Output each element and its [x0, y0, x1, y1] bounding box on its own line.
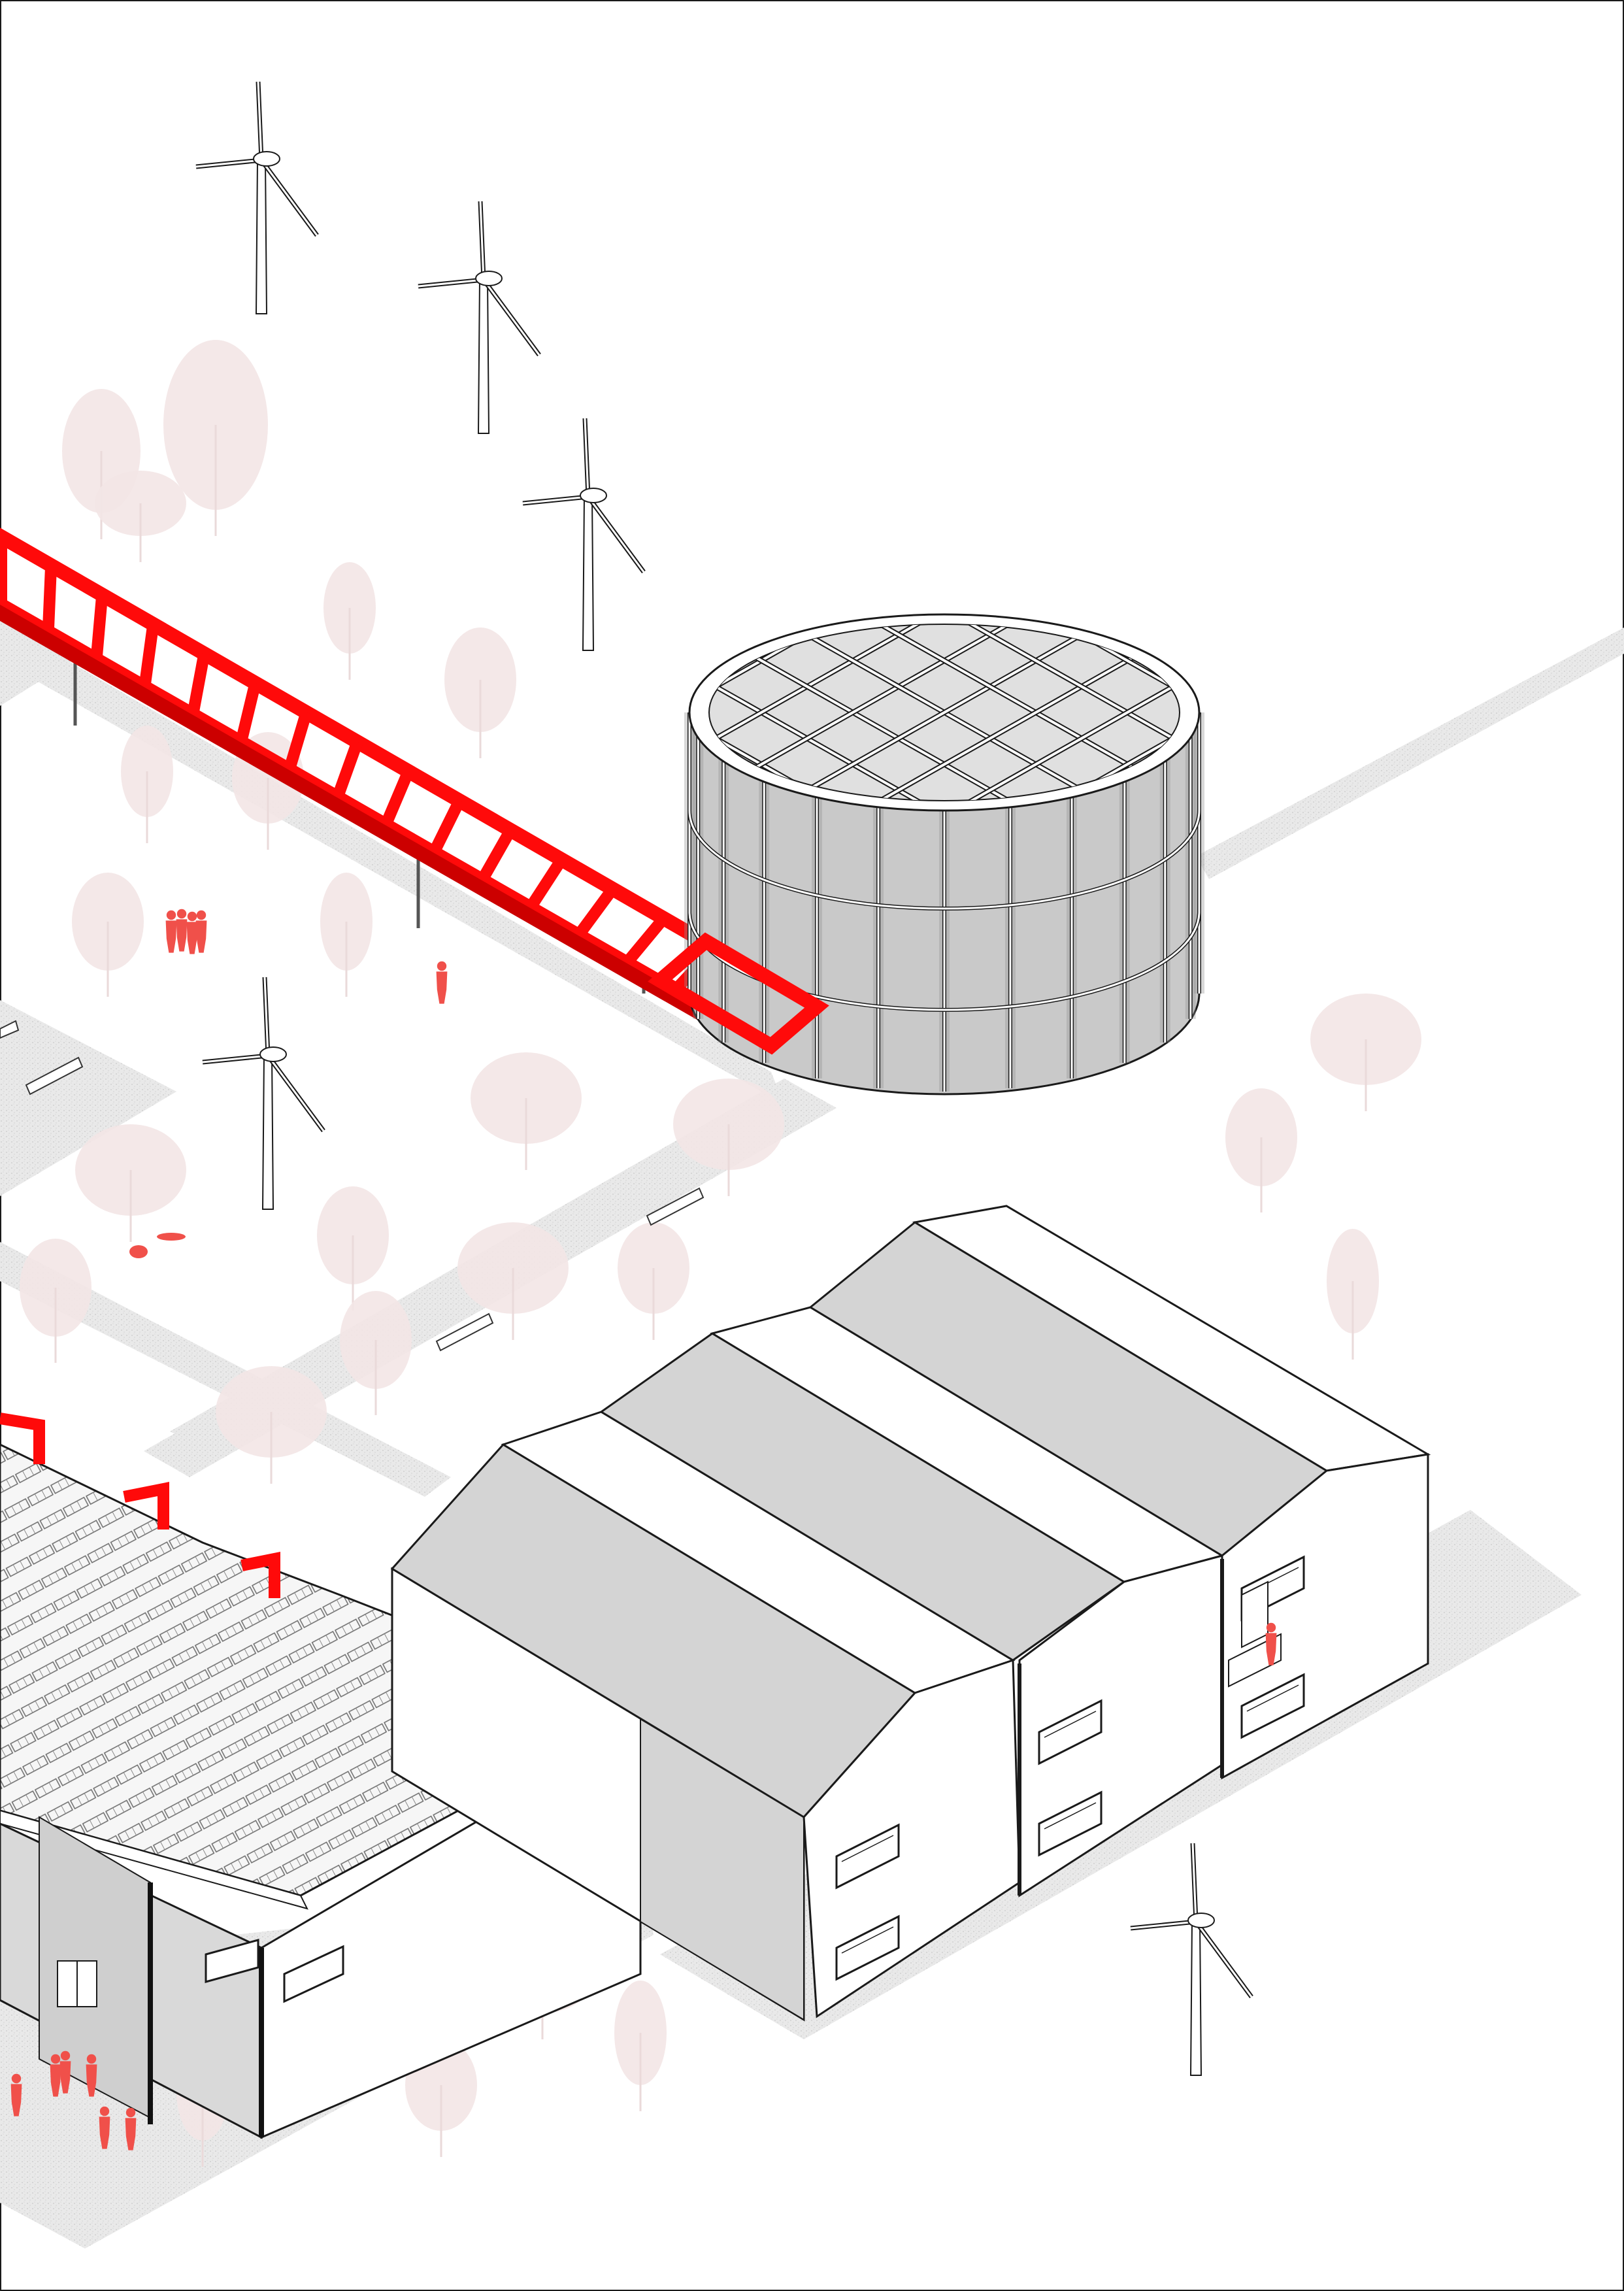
bridge-rung [621, 914, 669, 967]
tree-icon [320, 873, 373, 997]
window-icon [835, 1915, 900, 1981]
gabled-warehouse [390, 1205, 1431, 2022]
bridge-rung [573, 885, 618, 939]
tree-icon [471, 1052, 582, 1170]
person-icon [176, 909, 188, 952]
bridge-end-frame [648, 932, 829, 1055]
bridge-rung [139, 623, 159, 688]
window-icon [283, 1945, 344, 2003]
tree-icon [72, 873, 144, 997]
wind-turbine-icon [202, 977, 325, 1210]
person-icon [86, 2054, 97, 2097]
tree-icon [1327, 1229, 1379, 1360]
tree-icon [673, 1079, 784, 1196]
window-icon [205, 1939, 259, 1983]
trees-layer [20, 340, 1421, 2167]
red-portal-frames [0, 1413, 280, 1598]
tree-icon [323, 562, 376, 680]
tree-icon [444, 627, 516, 758]
bridge-rung [380, 769, 414, 828]
bridge-rung [235, 681, 261, 744]
bridge-rung [525, 856, 567, 911]
person-icon [125, 2107, 137, 2150]
bridge-rung [476, 827, 516, 884]
tree-icon [618, 1222, 689, 1340]
path-diagonal-upper [0, 621, 784, 1105]
tree-icon [95, 471, 186, 562]
person-icon [99, 2106, 110, 2149]
wind-turbine-icon [522, 418, 646, 651]
bridge-rung [90, 594, 108, 661]
path-northeast [1196, 627, 1624, 879]
bridge-rung [331, 739, 363, 800]
window-icon [1038, 1699, 1102, 1765]
turbines-layer [195, 81, 1253, 2076]
cylindrical-tower [684, 613, 1204, 1095]
bench-icon [435, 1313, 494, 1352]
bridge-rung [42, 565, 58, 633]
tree-icon [1225, 1088, 1297, 1212]
bridge-rung [428, 798, 465, 856]
gable-end-1 [803, 1658, 1021, 2018]
path-plaza-left [0, 1000, 176, 1196]
bridge-side-shade [0, 605, 771, 1062]
bridge-rung [283, 711, 312, 772]
solar-roof-edge [0, 1809, 308, 1910]
person-icon [50, 2054, 61, 2097]
person-icon [1265, 1622, 1277, 1665]
bridge-rung [187, 652, 210, 716]
warehouse-windows [835, 1555, 1305, 1981]
tree-icon [317, 1186, 389, 1311]
window-icon [835, 1823, 900, 1890]
bench-icon [25, 1056, 84, 1095]
benches-layer [0, 1020, 704, 1352]
person-icon [129, 1233, 186, 1258]
tree-icon [340, 1291, 412, 1415]
person-icon [165, 910, 177, 953]
tree-icon [457, 1222, 569, 1340]
tree-icon [163, 340, 268, 536]
door-icon [57, 1960, 97, 2007]
person-icon [59, 2050, 71, 2094]
person-icon [10, 2073, 22, 2116]
tree-icon [216, 1366, 327, 1484]
tree-icon [20, 1239, 91, 1363]
bench-icon [0, 1020, 20, 1039]
person-icon [186, 911, 198, 954]
window-icon [1240, 1673, 1305, 1739]
tree-icon [121, 726, 173, 843]
wind-turbine-icon [195, 81, 319, 314]
tree-icon [1310, 994, 1421, 1111]
tree-icon [614, 1981, 667, 2111]
wind-turbine-icon [1130, 1843, 1253, 2076]
people-layer [10, 909, 1277, 2150]
path-diagonal-lower [0, 1242, 451, 1497]
tree-icon [75, 1124, 186, 1242]
bench-icon [646, 1187, 704, 1226]
person-icon [436, 961, 448, 1004]
wind-turbine-icon [418, 201, 541, 434]
person-icon [195, 910, 207, 953]
window-icon [1038, 1790, 1102, 1857]
